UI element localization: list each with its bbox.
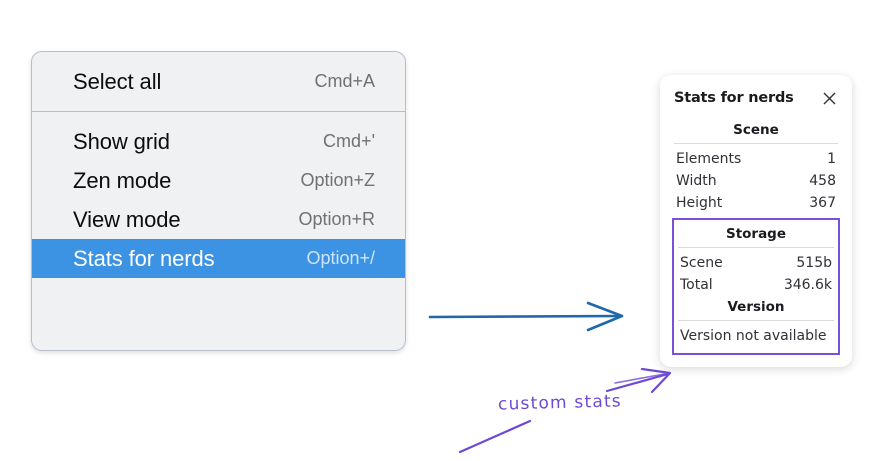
stats-row: Scene 515b [678, 252, 834, 274]
divider [674, 143, 838, 144]
menu-section-1: Select all Cmd+A [32, 52, 405, 111]
menu-item-select-all[interactable]: Select all Cmd+A [32, 62, 405, 101]
stats-row-value: 346.6k [783, 277, 832, 294]
stats-row-key: Total [680, 277, 713, 294]
purple-arrow-annotation [605, 367, 672, 394]
stats-row: Width 458 [674, 170, 838, 192]
stats-group-storage: Storage Scene 515b Total 346.6k [678, 223, 834, 296]
divider [678, 247, 834, 249]
version-value: Version not available [680, 328, 827, 345]
menu-divider [32, 111, 405, 112]
stats-row-key: Height [676, 195, 723, 212]
stats-panel-header: Stats for nerds [672, 89, 840, 107]
purple-underline-annotation [458, 419, 532, 454]
stats-row: Elements 1 [674, 148, 838, 170]
stats-panel-title: Stats for nerds [674, 90, 794, 106]
stats-group-scene: Scene Elements 1 Width 458 Height 367 [672, 119, 840, 214]
menu-item-label: Show grid [73, 128, 170, 154]
stats-row-value: 515b [796, 255, 832, 272]
stats-row-value: 367 [809, 195, 836, 212]
menu-item-shortcut: Cmd+' [323, 131, 375, 151]
stats-row: Total 346.6k [678, 274, 834, 296]
close-icon[interactable] [820, 89, 838, 107]
menu-section-2: Show grid Cmd+' Zen mode Option+Z View m… [32, 112, 405, 290]
menu-item-shortcut: Option+R [298, 209, 375, 229]
menu-item-stats-for-nerds[interactable]: Stats for nerds Option+/ [32, 239, 405, 278]
menu-item-view-mode[interactable]: View mode Option+R [32, 200, 405, 239]
stats-group-heading: Storage [725, 226, 787, 243]
stats-row-key: Elements [676, 151, 742, 167]
menu-item-label: Select all [73, 68, 162, 94]
menu-item-zen-mode[interactable]: Zen mode Option+Z [32, 161, 405, 200]
menu-item-label: View mode [73, 206, 181, 232]
stats-row: Height 367 [674, 192, 838, 214]
stats-row-value: 458 [809, 173, 836, 190]
stats-row-key: Width [676, 173, 717, 190]
menu-item-shortcut: Cmd+A [314, 71, 375, 91]
menu-item-show-grid[interactable]: Show grid Cmd+' [32, 122, 405, 161]
menu-item-label: Stats for nerds [73, 245, 215, 271]
context-menu[interactable]: Select all Cmd+A Show grid Cmd+' Zen mod… [31, 51, 406, 351]
stats-group-version: Version Version not available [678, 296, 834, 347]
menu-item-shortcut: Option+Z [300, 170, 375, 190]
handwritten-note: custom stats [497, 391, 623, 415]
stats-group-heading: Version [727, 299, 785, 316]
divider [678, 320, 834, 322]
menu-item-shortcut: Option+/ [306, 248, 375, 268]
stats-row-value: 1 [827, 151, 836, 167]
stats-for-nerds-panel: Stats for nerds Scene Elements 1 Width 4… [660, 75, 852, 368]
stats-group-heading: Scene [733, 122, 779, 138]
stats-row-key: Scene [680, 255, 723, 272]
custom-stats-highlight-box: Storage Scene 515b Total 346.6k Version … [672, 218, 840, 356]
menu-item-label: Zen mode [73, 167, 172, 193]
blue-arrow-annotation [428, 301, 624, 332]
